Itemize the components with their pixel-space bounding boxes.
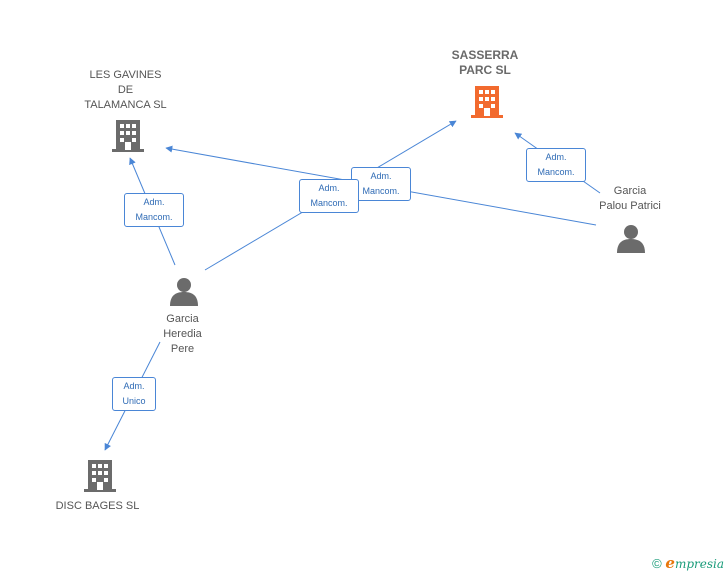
edge-label-line: Adm. xyxy=(143,197,165,207)
building-icon[interactable] xyxy=(84,460,116,492)
label-line: Pere xyxy=(170,343,195,355)
company-label-les-gavines[interactable]: LES GAVINES DE TALAMANCA SL xyxy=(68,68,183,113)
label-line: Palou Patrici xyxy=(599,200,661,212)
label-line: Garcia xyxy=(613,185,647,197)
person-icon[interactable] xyxy=(617,225,645,253)
footer-credit[interactable]: © empresia xyxy=(652,554,724,572)
company-label-disc-bages[interactable]: DISC BAGES SL xyxy=(40,499,155,514)
edge-label-heredia-gavines: Adm. Mancom. xyxy=(124,193,184,227)
label-line: LES GAVINES xyxy=(89,69,162,81)
edge-label-line: Adm. xyxy=(318,183,340,193)
brand-rest: mpresia xyxy=(674,557,724,571)
label-line: PARC SL xyxy=(459,63,511,77)
company-label-sasserra[interactable]: SASSERRA PARC SL xyxy=(440,48,530,78)
brand-logo[interactable]: empresia xyxy=(665,554,724,572)
label-line: DISC BAGES SL xyxy=(55,500,140,512)
edge-label-line: Mancom. xyxy=(537,167,575,177)
edge-label-line: Adm. xyxy=(370,171,392,181)
label-line: TALAMANCA SL xyxy=(84,99,167,111)
edge-label-line: Mancom. xyxy=(310,198,348,208)
person-label-garcia-heredia[interactable]: Garcia Heredia Pere xyxy=(145,312,220,357)
edge-label-line: Adm. xyxy=(545,152,567,162)
edge-label-palou-gavines: Adm. Mancom. xyxy=(351,167,411,201)
building-icon[interactable] xyxy=(112,120,144,152)
edge-label-line: Adm. xyxy=(123,381,145,391)
edge-label-heredia-disc: Adm. Unico xyxy=(112,377,156,411)
person-label-garcia-palou[interactable]: Garcia Palou Patrici xyxy=(585,184,675,214)
building-icon[interactable] xyxy=(471,86,503,118)
label-line: Heredia xyxy=(163,328,202,340)
edge-label-line: Mancom. xyxy=(362,186,400,196)
brand-initial: e xyxy=(665,554,675,572)
copyright-symbol: © xyxy=(652,556,662,571)
label-line: Garcia xyxy=(166,313,199,325)
edge-label-heredia-sasserra: Adm. Mancom. xyxy=(299,179,359,213)
edge-label-line: Unico xyxy=(122,396,146,406)
person-icon[interactable] xyxy=(170,278,198,306)
label-line: DE xyxy=(117,84,134,96)
edge-label-palou-sasserra: Adm. Mancom. xyxy=(526,148,586,182)
label-line: SASSERRA xyxy=(451,48,519,62)
edge-label-line: Mancom. xyxy=(135,212,173,222)
